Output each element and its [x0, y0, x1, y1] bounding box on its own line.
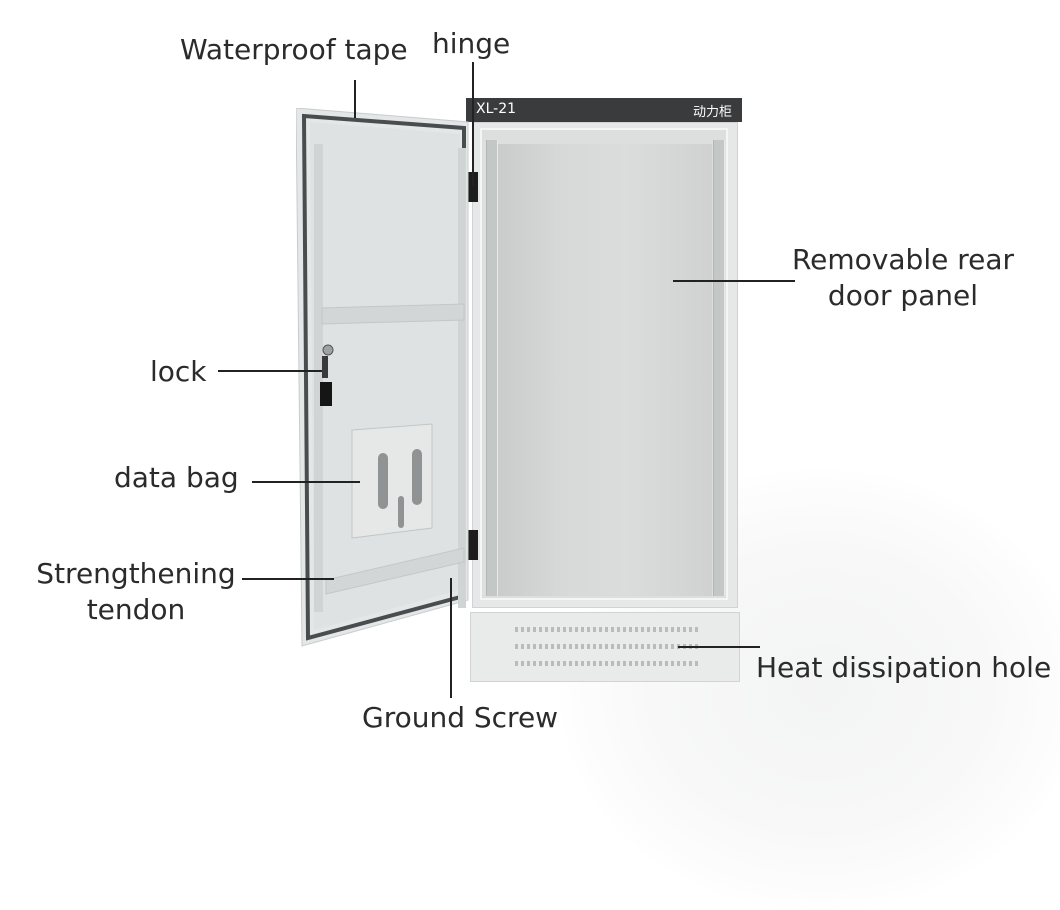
hinge-upper — [468, 172, 478, 202]
callout-waterproof-tape: Waterproof tape — [180, 33, 408, 66]
door-drawing — [296, 108, 469, 647]
cabinet-name-label: 动力柜 — [692, 105, 732, 120]
leader-line-ground-screw — [450, 578, 452, 698]
callout-data-bag: data bag — [114, 461, 239, 494]
callout-text-line: tendon — [86, 593, 186, 626]
callout-hinge: hinge — [432, 27, 511, 60]
callout-ground-screw: Ground Screw — [362, 701, 559, 734]
removable-rear-door-panel — [498, 144, 712, 596]
callout-heat-dissipation-hole: Heat dissipation hole — [756, 651, 1052, 684]
heat-dissipation-vents — [515, 627, 699, 632]
mounting-rail-left — [486, 140, 498, 596]
leader-line-rear-panel — [673, 280, 795, 282]
leader-line-lock — [218, 370, 322, 372]
leader-line-waterproof-tape — [354, 80, 356, 118]
mounting-rail-right — [713, 140, 725, 596]
heat-dissipation-vents — [515, 661, 699, 666]
leader-line-heat-dissipation — [678, 646, 760, 648]
callout-text-line: Strengthening — [36, 557, 236, 590]
callout-text-line: door panel — [827, 279, 979, 312]
callout-text-line: Removable rear — [791, 243, 1015, 276]
callout-lock: lock — [150, 355, 207, 388]
leader-line-strengthening-tendon — [242, 578, 334, 580]
lock-icon — [318, 342, 334, 408]
cabinet-door — [296, 108, 474, 648]
callout-removable-rear-door-panel: Removable rear door panel — [790, 242, 1016, 314]
cabinet-top-band: XL-21 动力柜 — [466, 98, 742, 122]
cabinet-model-label: XL-21 — [476, 101, 517, 117]
cabinet-base — [470, 612, 740, 682]
leader-line-hinge — [472, 62, 474, 186]
data-bag-drawing — [351, 423, 433, 539]
hinge-lower — [468, 530, 478, 560]
leader-line-data-bag — [252, 481, 360, 483]
callout-strengthening-tendon: Strengthening tendon — [34, 556, 238, 628]
heat-dissipation-vents — [515, 644, 699, 649]
